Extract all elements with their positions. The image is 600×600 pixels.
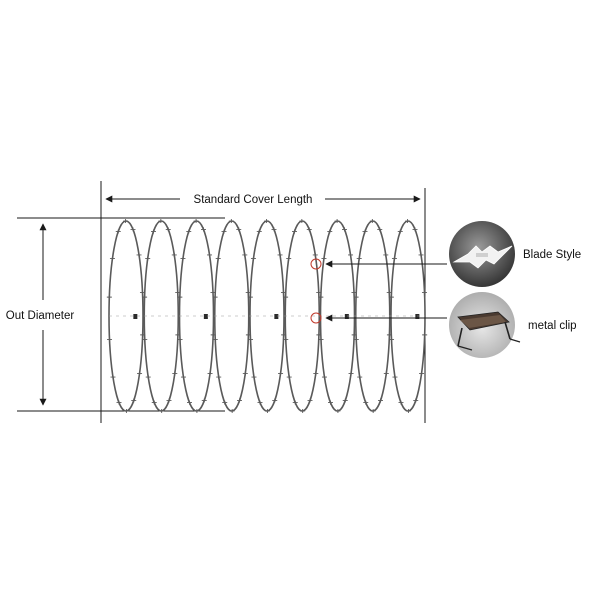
coil-loop <box>388 219 428 413</box>
coil-loop <box>318 219 357 413</box>
coil-loop <box>212 219 251 413</box>
metal-clip-photo <box>449 292 521 358</box>
diameter-label: Out Diameter <box>6 310 75 322</box>
clip-marker <box>310 312 322 324</box>
coil-loop <box>283 219 322 413</box>
blade-marker <box>310 258 322 270</box>
blade-style-label: Blade Style <box>523 249 581 261</box>
blade-style-photo <box>449 221 515 287</box>
coil-loop <box>247 219 287 413</box>
coil-loop <box>353 219 392 413</box>
length-label: Standard Cover Length <box>194 194 313 206</box>
metal-clip-label: metal clip <box>528 320 577 332</box>
razor-wire-coil <box>106 219 428 413</box>
